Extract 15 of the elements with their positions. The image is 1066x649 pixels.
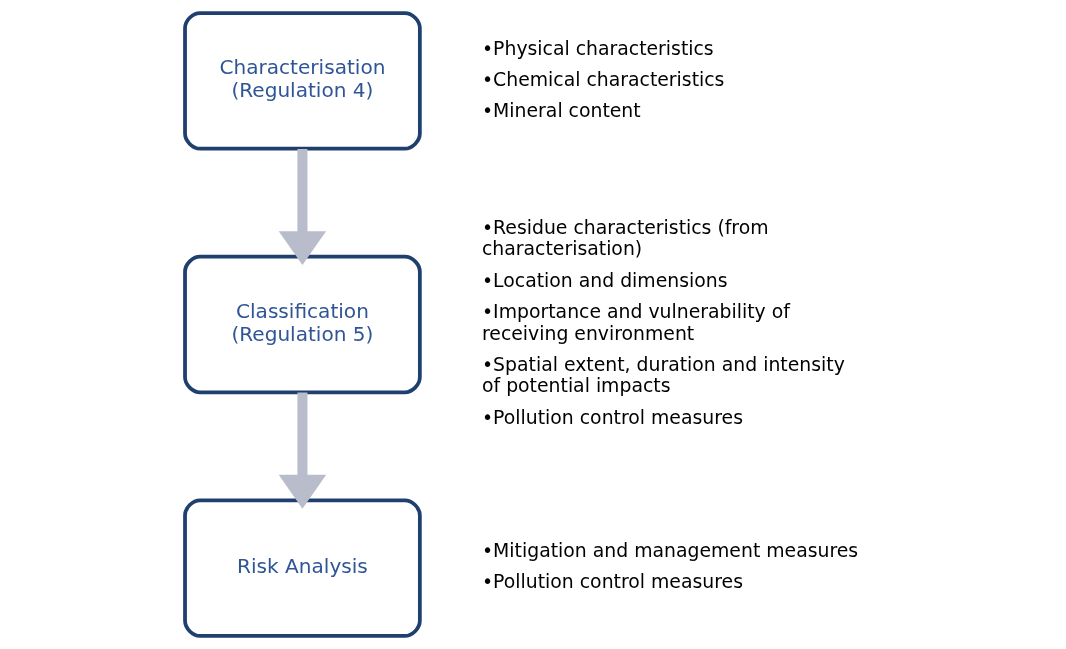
arrow bbox=[278, 392, 326, 509]
node-box: Risk Analysis bbox=[182, 498, 422, 638]
node-label: •Location and dimensions bbox=[481, 269, 727, 291]
node-label: •Pollution control measures bbox=[481, 406, 743, 428]
node-label: •Spatial extent, duration and intensity of potential impacts bbox=[481, 353, 845, 397]
node-label: •Pollution control measures bbox=[481, 571, 743, 593]
node-box: Characterisation (Regulation 4) bbox=[182, 11, 422, 151]
node-box: Classification (Regulation 5) bbox=[182, 254, 422, 395]
node-label: •Chemical characteristics bbox=[481, 68, 724, 90]
node-label: •Mitigation and management measures bbox=[481, 539, 858, 561]
node-label: •Mineral content bbox=[481, 100, 641, 122]
node-label: •Importance and vulnerability of receiving environment bbox=[481, 301, 790, 344]
arrow bbox=[278, 149, 326, 266]
node-label: •Physical characteristics bbox=[481, 37, 714, 59]
node-label: •Residue characteristics (from characterisation) bbox=[481, 217, 769, 260]
